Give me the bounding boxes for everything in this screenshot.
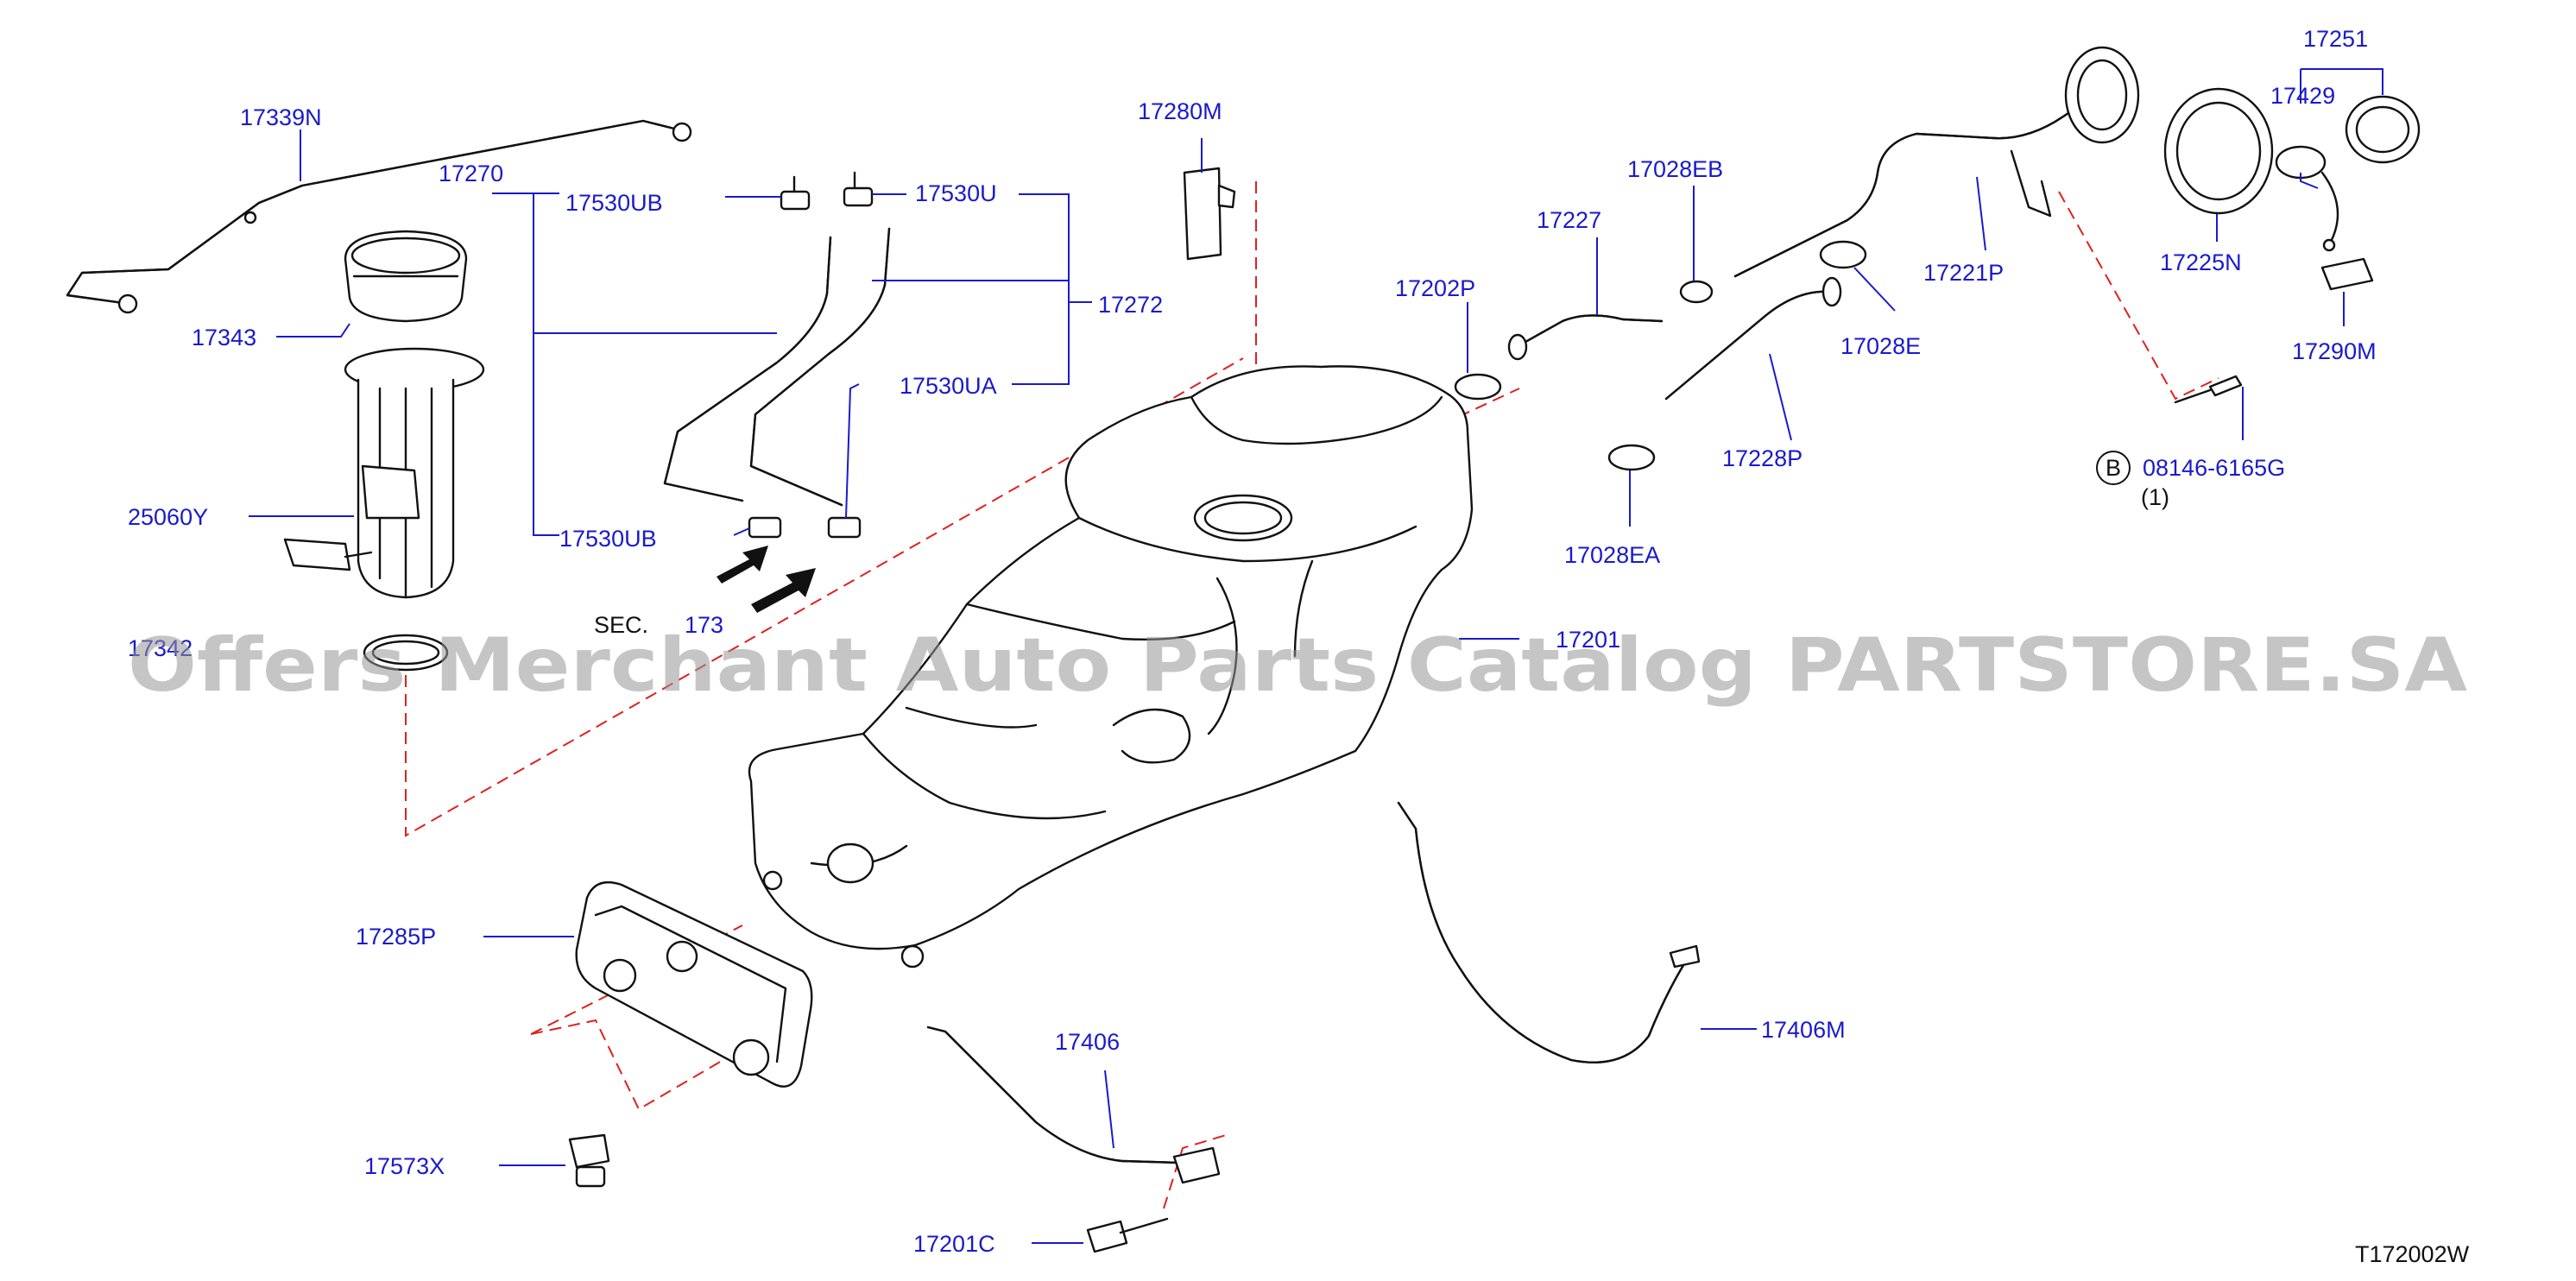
bolt-quantity: (1) [2141, 484, 2169, 510]
label-17406[interactable]: 17406 [1055, 1029, 1120, 1055]
seal-ring-17342[interactable] [363, 634, 449, 672]
label-17251[interactable]: 17251 [2303, 26, 2368, 52]
label-17530ub-top[interactable]: 17530UB [565, 190, 663, 216]
bolt-part-number[interactable]: 08146-6165G [2143, 455, 2285, 481]
leader-lines [249, 68, 2383, 1244]
clamp-17202p[interactable] [1454, 373, 1502, 401]
label-17339n[interactable]: 17339N [240, 104, 322, 130]
label-17343[interactable]: 17343 [192, 325, 256, 350]
label-17028eb[interactable]: 17028EB [1627, 156, 1723, 182]
label-17280m[interactable]: 17280M [1138, 98, 1222, 124]
bracket-17280m[interactable] [1183, 167, 1236, 261]
label-17530ua[interactable]: 17530UA [900, 373, 997, 399]
label-17270[interactable]: 17270 [439, 161, 503, 186]
vent-tube-17272[interactable] [663, 227, 891, 507]
fuel-pump-module-25060y[interactable] [283, 347, 485, 599]
label-17285p[interactable]: 17285P [356, 924, 436, 950]
label-17202p[interactable]: 17202P [1395, 275, 1475, 301]
strap-17406m[interactable] [1397, 801, 1701, 1063]
hose-17228p[interactable] [1664, 276, 1842, 401]
label-17228p[interactable]: 17228P [1722, 445, 1803, 471]
label-17530u[interactable]: 17530U [915, 180, 997, 206]
clip-17530ua[interactable] [827, 516, 862, 539]
bolt-badge-letter: B [2106, 455, 2121, 481]
label-17201[interactable]: 17201 [1556, 627, 1620, 653]
bolt-17201c[interactable] [1086, 1217, 1169, 1253]
drawing-code: T172002W [2355, 1241, 2470, 1267]
section-reference[interactable]: SEC. 173 [594, 612, 723, 638]
bolt-badge-circle [2096, 451, 2131, 485]
seal-17225n[interactable] [2163, 87, 2274, 215]
label-17221p[interactable]: 17221P [1923, 260, 2004, 286]
filler-tube-17221p[interactable] [1733, 46, 2140, 278]
strap-17429[interactable] [2275, 145, 2339, 252]
label-17429[interactable]: 17429 [2270, 83, 2335, 109]
label-17573x[interactable]: 17573X [364, 1153, 445, 1179]
section-number[interactable]: 173 [685, 612, 723, 638]
label-17225n[interactable]: 17225N [2160, 249, 2242, 275]
clamp-17028ea[interactable] [1607, 444, 1656, 471]
hose-17227[interactable] [1507, 314, 1664, 361]
watermark-text: Offers Merchant Auto Parts Catalog PARTS… [128, 622, 2467, 709]
section-arrows [717, 546, 816, 613]
clip-17530ub-bottom[interactable] [748, 516, 782, 539]
section-prefix: SEC. [594, 612, 648, 638]
label-17272[interactable]: 17272 [1098, 292, 1163, 318]
bolt-08146-6165g[interactable] [2174, 375, 2243, 404]
label-17028ea[interactable]: 17028EA [1564, 542, 1660, 568]
clip-17530u[interactable] [843, 171, 874, 207]
part-labels: 17339N 17270 17530UB 17530U 17272 17530U… [128, 26, 2377, 1257]
protector-17285p[interactable] [575, 880, 813, 1088]
label-17028e[interactable]: 17028E [1840, 333, 1921, 359]
lock-ring-17343[interactable] [344, 230, 468, 323]
clip-17530ub-top[interactable] [780, 175, 811, 211]
label-17530ub-bottom[interactable]: 17530UB [559, 526, 657, 552]
label-17290m[interactable]: 17290M [2292, 338, 2377, 364]
clamp-17028e[interactable] [1819, 240, 1867, 269]
clip-17573x[interactable] [568, 1133, 610, 1188]
clamp-17028eb[interactable] [1679, 280, 1714, 304]
tube-17339n[interactable] [66, 119, 692, 314]
label-plate-17290m[interactable] [2320, 257, 2374, 291]
fuel-tank[interactable] [748, 365, 1474, 969]
strap-17406[interactable] [926, 1025, 1221, 1184]
label-17227[interactable]: 17227 [1537, 207, 1601, 233]
label-17201c[interactable]: 17201C [913, 1231, 995, 1257]
filler-cap-17251[interactable] [2345, 95, 2421, 164]
label-25060y[interactable]: 25060Y [128, 504, 208, 530]
bolt-callout[interactable]: B 08146-6165G (1) [2096, 451, 2285, 510]
label-17342[interactable]: 17342 [128, 635, 193, 661]
label-17406m[interactable]: 17406M [1761, 1017, 1846, 1043]
